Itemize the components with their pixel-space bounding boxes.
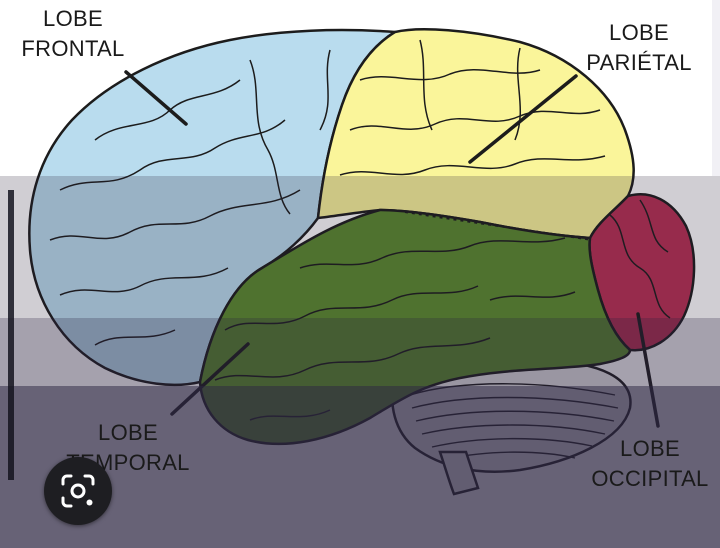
label-frontal-line2: FRONTAL	[21, 36, 125, 61]
label-lobe-frontal: LOBE FRONTAL	[8, 4, 138, 64]
label-temporal-line1: LOBE	[98, 420, 158, 445]
right-edge-tab	[712, 0, 720, 176]
label-lobe-occipital: LOBE OCCIPITAL	[580, 434, 720, 494]
visual-search-lens-button[interactable]	[44, 457, 112, 525]
visual-search-lens-icon	[61, 474, 95, 508]
parietal-temporal-boundary	[404, 211, 593, 241]
label-frontal-line1: LOBE	[43, 6, 103, 31]
label-occipital-line2: OCCIPITAL	[591, 466, 709, 491]
label-occipital-line1: LOBE	[620, 436, 680, 461]
label-lobe-parietal: LOBE PARIÉTAL	[574, 18, 704, 78]
left-edge-rail	[8, 190, 14, 480]
label-parietal-line1: LOBE	[609, 20, 669, 45]
label-parietal-line2: PARIÉTAL	[586, 50, 692, 75]
